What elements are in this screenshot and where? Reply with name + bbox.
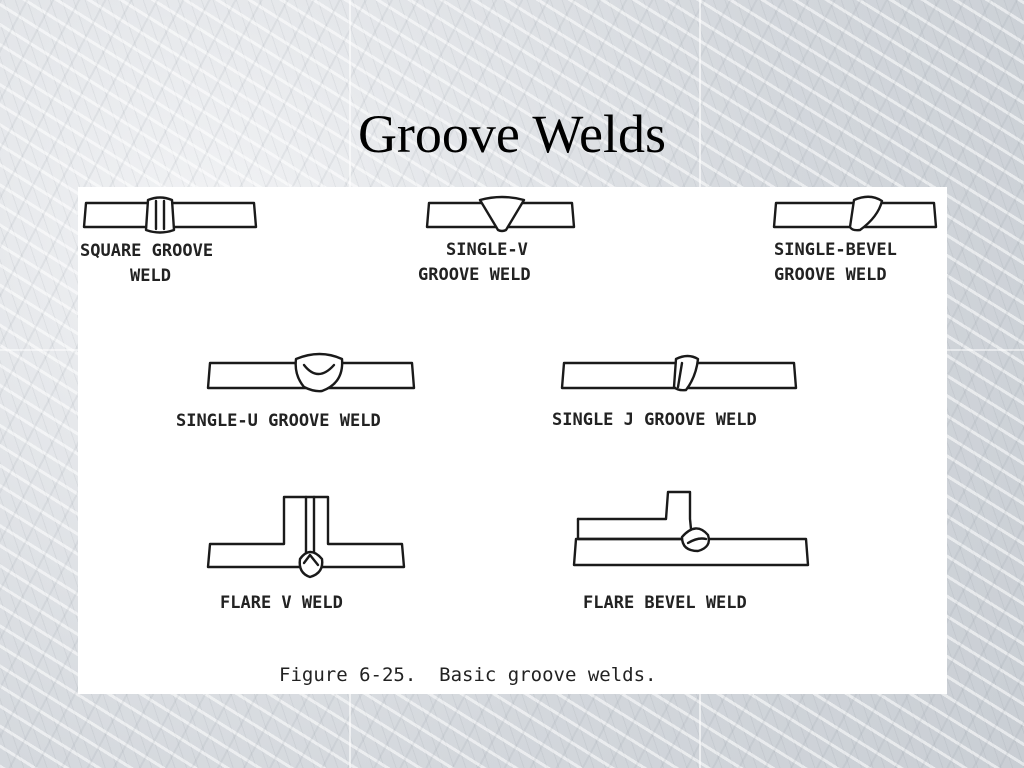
single-j-label: SINGLE J GROOVE WELD [552, 410, 757, 430]
groove-welds-diagram: SQUARE GROOVE WELD SINGLE-V GROOVE WELD … [80, 195, 938, 686]
square-groove-weld-drawing [82, 196, 258, 234]
single-j-groove-weld-drawing [560, 354, 798, 392]
flare-bevel-label: FLARE BEVEL WELD [583, 593, 747, 613]
flare-v-label: FLARE V WELD [220, 593, 343, 613]
square-groove-label-line1: SQUARE GROOVE [80, 241, 213, 261]
single-bevel-label-line1: SINGLE-BEVEL [774, 240, 897, 260]
flare-v-weld-drawing [206, 495, 406, 579]
single-bevel-groove-weld-drawing [772, 195, 938, 232]
slide-title: Groove Welds [357, 104, 667, 164]
flare-bevel-weld-drawing [572, 490, 810, 567]
single-v-label-line2: GROOVE WELD [418, 265, 531, 285]
figure-caption: Figure 6-25. Basic groove welds. [279, 664, 657, 686]
single-u-groove-weld-drawing [206, 352, 416, 393]
single-v-groove-weld-drawing [425, 195, 576, 233]
square-groove-label-line2: WELD [130, 266, 171, 286]
figure-panel: SQUARE GROOVE WELD SINGLE-V GROOVE WELD … [78, 187, 947, 694]
single-bevel-label-line2: GROOVE WELD [774, 265, 887, 285]
single-u-label: SINGLE-U GROOVE WELD [176, 411, 381, 431]
single-v-label-line1: SINGLE-V [446, 240, 528, 260]
